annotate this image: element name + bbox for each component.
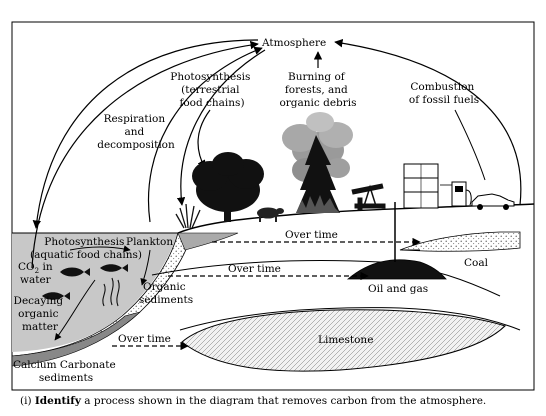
question-keyword: Identify [34, 395, 81, 407]
question-body: a process shown in the diagram that remo… [80, 395, 487, 407]
label-photosynthesis-terrestrial: Photosynthesis (terrestrial food chains) [170, 71, 253, 109]
arrow-combustion-label [454, 109, 486, 181]
gas-pump [451, 181, 472, 207]
label-combustion: Combustion of fossil fuels [409, 81, 479, 106]
tree [192, 152, 264, 222]
organic-layer-line [151, 260, 501, 297]
question-text: (i) Identify a process shown in the diag… [20, 395, 486, 407]
burning-tree [296, 135, 340, 213]
arrow-decomposition-to-atmosphere [147, 46, 263, 223]
calcium-carbonate-layer [11, 311, 141, 367]
question-prefix: (i) [20, 395, 35, 407]
label-coal: Coal [464, 257, 489, 269]
cow [257, 207, 284, 222]
arrow-decay-down [54, 279, 96, 341]
car [471, 193, 515, 210]
label-atmosphere: Atmosphere [261, 37, 326, 49]
label-organic-sediments: Organic sediments [139, 281, 193, 306]
label-plankton: Plankton [126, 236, 173, 248]
coal-deposit [399, 231, 521, 252]
label-decaying: Decaying organic matter [14, 295, 67, 333]
label-photosynthesis-aquatic: Photosynthesis (aquatic food chains) [30, 236, 142, 261]
arrow-photosynthesis-to-tree [197, 109, 211, 169]
limestone-deposit [181, 309, 506, 372]
oil-pump [351, 183, 386, 211]
label-over-time-limestone: Over time [118, 333, 171, 345]
arrow-combustion-to-atmosphere [334, 39, 522, 206]
label-respiration: Respiration and decomposition [97, 113, 175, 151]
fish [42, 264, 128, 300]
deep-layer-line [179, 307, 521, 331]
label-over-time-coal: Over time [285, 229, 338, 241]
oil-gas-deposit [346, 259, 447, 280]
diagram-frame [11, 21, 535, 391]
label-co2-in-water: CO2 in water [18, 261, 56, 286]
grass-plant [175, 203, 201, 229]
water-body [12, 233, 178, 352]
label-limestone: Limestone [318, 334, 373, 346]
arrow-atmosphere-to-water [32, 39, 259, 229]
seaweed [102, 277, 120, 307]
arrow-respiration-to-atmosphere [31, 40, 259, 269]
label-calcium-carbonate: Calcium Carbonate sediments [13, 359, 119, 384]
label-burning: Burning of forests, and organic debris [279, 71, 356, 109]
factory-building [403, 163, 452, 209]
arrow-plankton-to-sediment [140, 249, 151, 286]
label-oil-gas: Oil and gas [368, 283, 428, 295]
arrow-co2-to-plankton [69, 245, 131, 253]
arrow-atmosphere-to-plants [176, 49, 266, 206]
label-over-time-oil: Over time [228, 263, 281, 275]
